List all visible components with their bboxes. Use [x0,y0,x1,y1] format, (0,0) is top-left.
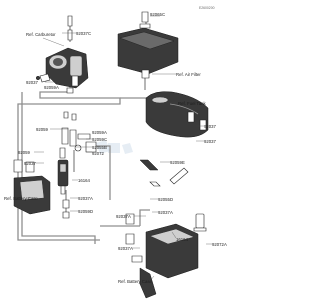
part-label: 92037A [158,210,173,215]
part-label: 92059A [44,85,59,90]
evaporative-hose-diagram: E2600200 [4,6,227,299]
part-label: 92072A [212,242,227,247]
part-label: 16164 [176,237,189,242]
part-label: 92037C [76,31,91,36]
part-label: 92037A [118,246,133,251]
left-parts [57,111,97,219]
part-label: 92037 [204,139,217,144]
canister [125,213,207,299]
air-filter-housing [117,11,179,79]
right-clips [139,111,207,187]
carburetor [35,15,89,94]
part-label: 92037A [116,214,131,219]
leader-lines [26,15,212,282]
part-label: 92072 [92,151,105,156]
part-label: 92059D [78,209,93,214]
part-label: 92065C [150,12,165,17]
part-label: 92059E [170,160,185,165]
part-label: 92059A [92,130,107,135]
ref-carburetor-label: Ref. Carburetor [26,32,56,37]
ref-air-filter-label: Ref. Air Filter [176,72,201,77]
part-label: 92037 [204,124,217,129]
part-label: 16164 [78,178,91,183]
left-battery-bracket [13,159,51,215]
ref-battery-case-left-label: Ref. Battery Case [4,196,39,201]
watermark [96,140,133,154]
part-label: 92059 [36,127,49,132]
diagram-code: E2600200 [199,6,215,10]
ref-battery-case-bottom-label: Ref. Battery Case [118,279,153,284]
part-label: 92037 [24,161,37,166]
part-label: 92059C [92,137,107,142]
part-label: 92037 [26,80,39,85]
part-label: 92055B [92,145,107,150]
fuel-tank [145,91,209,138]
part-label: 92055D [158,197,173,202]
labels: 92037C Ref. Carburetor 92037 92059A 9206… [4,12,227,284]
part-label: 92059 [18,150,31,155]
ref-fuel-tank-label: Ref. Fuel Tank [178,101,206,106]
part-label: 92037A [78,196,93,201]
